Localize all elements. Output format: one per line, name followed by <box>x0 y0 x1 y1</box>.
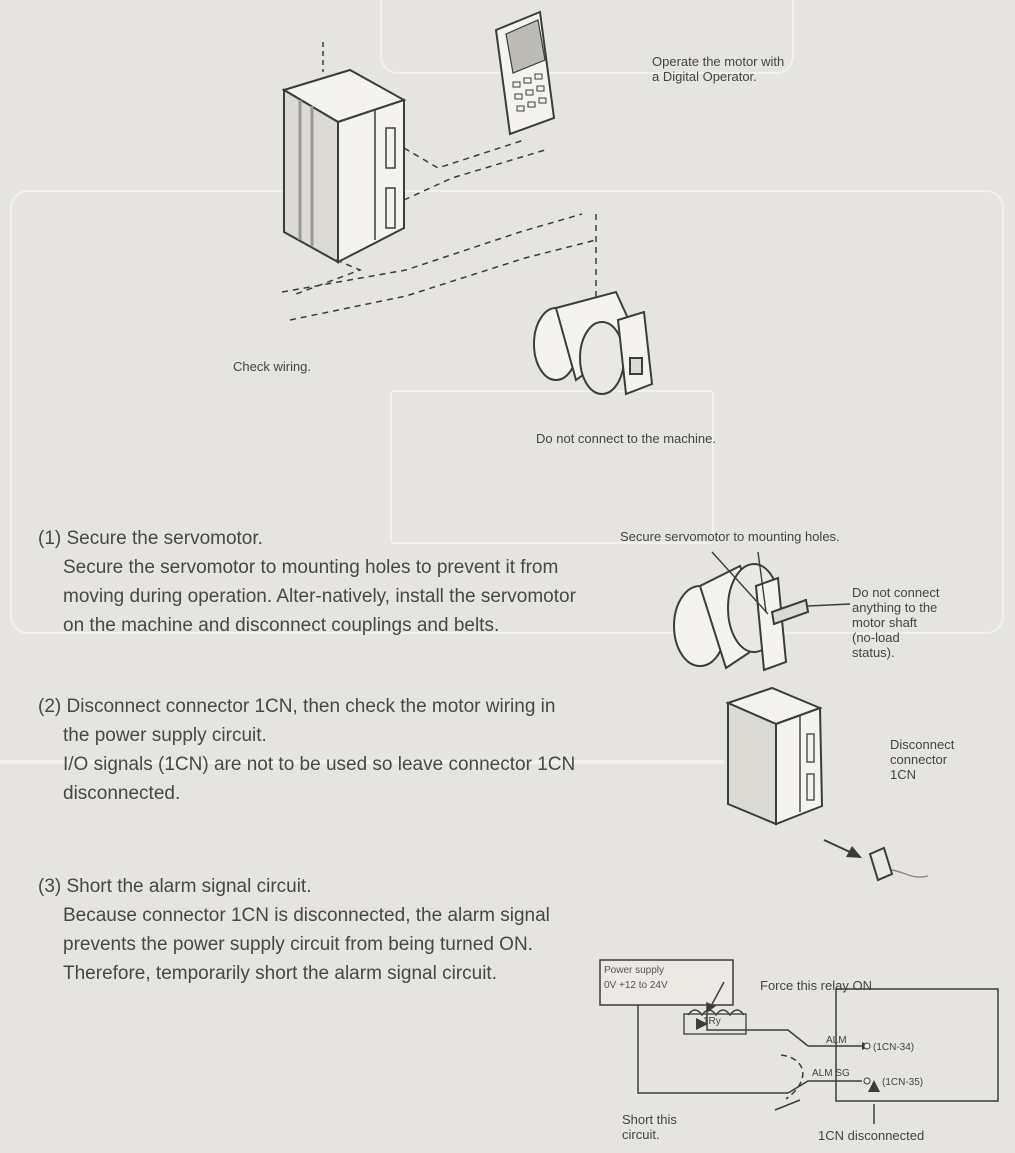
relay-label: 1Ry <box>703 1016 721 1027</box>
operator-label: Operate the motor with a Digital Operato… <box>652 54 784 84</box>
servomotor-illustration <box>533 290 654 396</box>
digital-operator-illustration <box>494 10 556 136</box>
figure-2-servopack <box>725 686 929 882</box>
disconnect-label-line-2: connector <box>890 752 948 767</box>
shaft-label-line-2: anything to the <box>852 600 938 615</box>
disconnect-label: Disconnect connector 1CN <box>890 737 954 782</box>
shaft-label-line-5: status). <box>852 645 895 660</box>
bleed-through-bar <box>0 760 724 764</box>
operator-label-line-2: a Digital Operator. <box>652 69 757 84</box>
alm-label: ALM <box>826 1035 847 1046</box>
check-wiring-label: Check wiring. <box>233 359 312 374</box>
step-1-heading: (1) Secure the servomotor. <box>38 528 263 549</box>
disconnect-label-line-3: 1CN <box>890 767 917 782</box>
power-supply-box: Power supply 0V +12 to 24V <box>604 963 668 993</box>
force-relay-label: Force this relay ON. <box>760 978 876 993</box>
step-2-heading: (2) Disconnect connector 1CN, then check… <box>38 696 556 746</box>
power-supply-line-2: 0V +12 to 24V <box>604 980 668 991</box>
pin-35-label: (1CN-35) <box>882 1077 924 1088</box>
shaft-label-line-3: motor shaft <box>852 615 918 630</box>
pin-34-label: (1CN-34) <box>873 1042 915 1053</box>
shaft-label-line-1: Do not connect <box>852 585 940 600</box>
no-machine-label: Do not connect to the machine. <box>536 431 716 446</box>
mount-label: Secure servomotor to mounting holes. <box>620 529 840 544</box>
step-1-body: Secure the servomotor to mounting holes … <box>63 557 576 636</box>
bleed-through-box-middle <box>10 190 1004 634</box>
disconnect-label-line-1: Disconnect <box>890 737 955 752</box>
bleed-through-box-top <box>380 0 794 74</box>
step-1: (1) Secure the servomotor. Secure the se… <box>38 524 578 640</box>
top-diagram <box>281 10 654 396</box>
power-supply-line-1: Power supply <box>604 965 665 976</box>
step-3-heading: (3) Short the alarm signal circuit. <box>38 876 312 897</box>
step-2: (2) Disconnect connector 1CN, then check… <box>38 692 578 808</box>
alm-sg-label: ALM SG <box>812 1068 850 1079</box>
short-circuit-label: Short this circuit. <box>622 1112 677 1142</box>
figure-1-motor <box>673 551 851 672</box>
short-circuit-line-1: Short this <box>622 1112 677 1127</box>
shaft-label: Do not connect anything to the motor sha… <box>852 585 939 660</box>
operator-label-line-1: Operate the motor with <box>652 54 785 69</box>
step-3: (3) Short the alarm signal circuit. Beca… <box>38 872 578 988</box>
servopack-illustration <box>281 68 407 264</box>
step-3-body: Because connector 1CN is disconnected, t… <box>63 905 550 984</box>
disconnected-label: 1CN disconnected <box>818 1128 925 1143</box>
shaft-label-line-4: (no-load <box>852 630 900 645</box>
short-circuit-line-2: circuit. <box>622 1127 660 1142</box>
bleed-through-box-inner <box>390 390 714 544</box>
step-2-body: I/O signals (1CN) are not to be used so … <box>63 754 576 804</box>
